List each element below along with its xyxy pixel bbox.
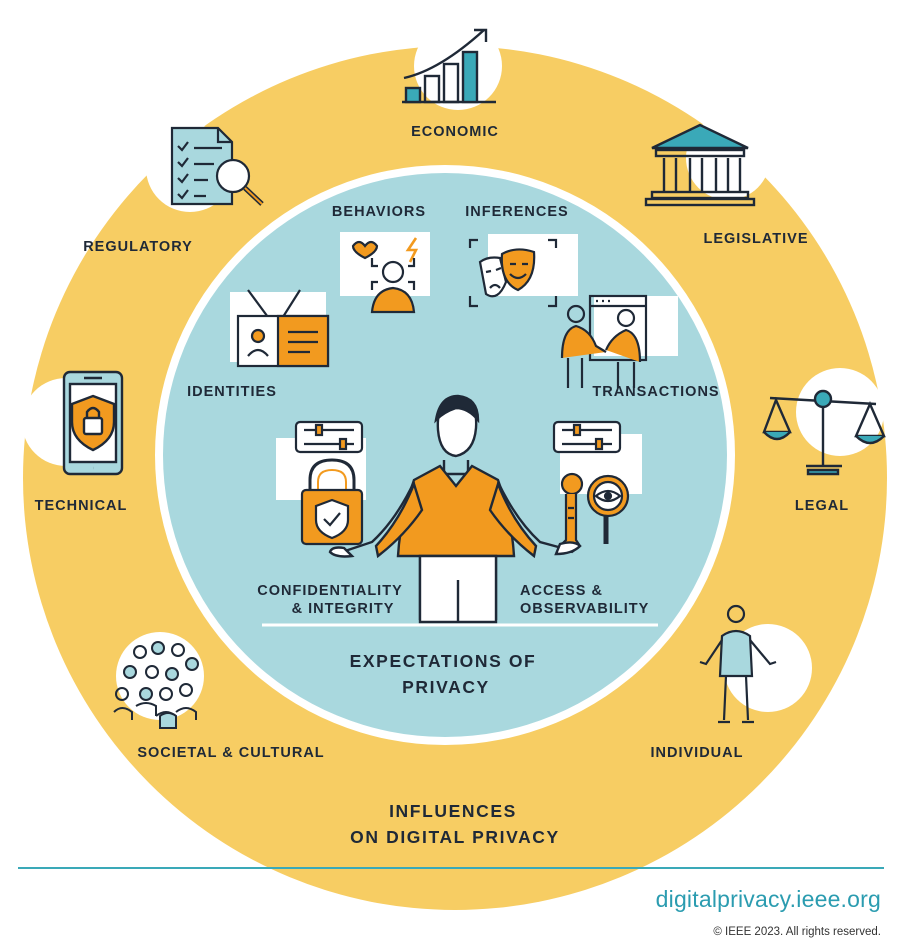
key-magnifier-eye-icon [552, 420, 642, 554]
footer-divider [18, 867, 884, 869]
label-confidentiality-line1: CONFIDENTIALITY [257, 583, 403, 599]
label-legal: LEGAL [795, 498, 849, 514]
inner-title-line1: EXPECTATIONS OF [350, 651, 537, 671]
padlock-sliders-icon [276, 420, 366, 546]
label-economic: ECONOMIC [411, 124, 499, 140]
label-regulatory: REGULATORY [83, 239, 193, 255]
checklist-magnifier-icon [146, 124, 264, 212]
label-inferences: INFERENCES [465, 204, 568, 220]
government-building-icon [644, 116, 770, 207]
label-access-line2: OBSERVABILITY [520, 601, 649, 617]
theater-masks-icon [468, 234, 578, 308]
label-technical: TECHNICAL [35, 498, 128, 514]
label-behaviors: BEHAVIORS [332, 204, 426, 220]
crowd-people-icon [113, 632, 204, 729]
bar-chart-icon [402, 22, 502, 110]
website-url: digitalprivacy.ieee.org [655, 886, 881, 912]
inner-title-line2: PRIVACY [402, 677, 490, 697]
behaviors-person-icon [340, 232, 430, 314]
individual-person-icon [699, 604, 812, 724]
copyright-notice: © IEEE 2023. All rights reserved. [713, 926, 881, 938]
label-identities: IDENTITIES [187, 384, 277, 400]
phone-shield-lock-icon [22, 370, 124, 476]
scales-of-justice-icon [762, 368, 886, 476]
label-societal-cultural: SOCIETAL & CULTURAL [137, 745, 324, 761]
central-person-figure [328, 394, 582, 624]
label-individual: INDIVIDUAL [651, 745, 744, 761]
id-card-icon [230, 289, 330, 368]
handshake-transaction-icon [560, 294, 678, 388]
label-transactions: TRANSACTIONS [592, 384, 719, 400]
label-confidentiality-line2: & INTEGRITY [292, 601, 395, 617]
label-legislative: LEGISLATIVE [704, 231, 809, 247]
label-access-line1: ACCESS & [520, 583, 603, 599]
outer-title-line2: ON DIGITAL PRIVACY [350, 827, 560, 847]
outer-title-line1: INFLUENCES [389, 801, 517, 821]
